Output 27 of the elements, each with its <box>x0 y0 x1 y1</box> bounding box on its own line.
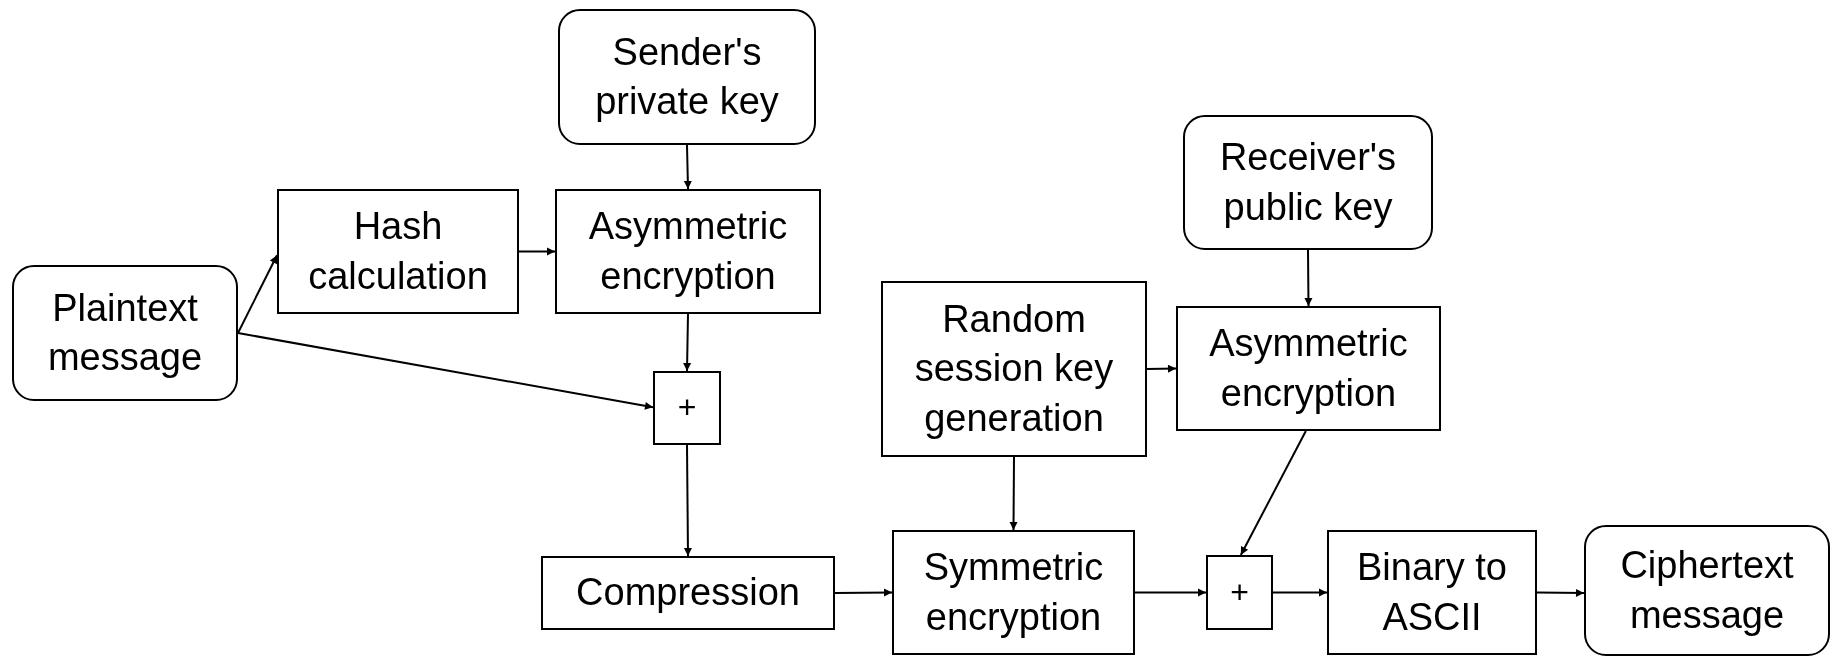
arrow <box>1304 249 1313 307</box>
process-box: Asymmetric encryption <box>1176 306 1441 431</box>
arrow <box>1536 589 1585 597</box>
arrow <box>683 313 692 372</box>
process-box: Compression <box>541 556 835 630</box>
arrow <box>1134 588 1207 597</box>
process-box: Random session key generation <box>881 281 1147 457</box>
arrow <box>237 332 654 410</box>
process-box: Hash calculation <box>277 189 519 314</box>
arrow <box>834 588 893 597</box>
arrow <box>518 247 556 256</box>
arrow <box>1009 456 1018 531</box>
arrow <box>1146 364 1177 373</box>
process-box: Asymmetric encryption <box>555 189 821 314</box>
arrow <box>237 254 278 334</box>
process-box: Binary to ASCII <box>1327 530 1537 655</box>
terminal-box: Receiver's public key <box>1183 115 1433 250</box>
arrow <box>683 144 692 190</box>
process-box: + <box>1206 555 1273 630</box>
process-box: Symmetric encryption <box>892 530 1135 655</box>
terminal-box: Sender's private key <box>558 9 816 145</box>
process-box: + <box>653 371 721 445</box>
arrow <box>683 444 692 557</box>
terminal-box: Ciphertext message <box>1584 525 1830 656</box>
arrow <box>1272 588 1328 597</box>
arrow <box>1239 430 1307 556</box>
terminal-box: Plaintext message <box>12 265 238 401</box>
